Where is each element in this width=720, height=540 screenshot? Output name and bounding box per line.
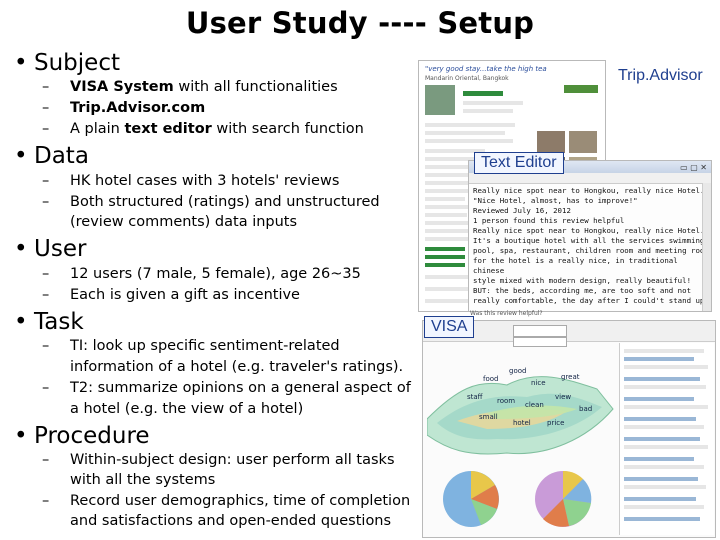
editor-line: really comfortable, the day after I coul… [473,296,709,305]
editor-line: Reviewed July 16, 2012 [473,206,571,215]
visa-word[interactable]: room [497,397,516,405]
visa-label: VISA [424,316,475,338]
bullet-user: •User [14,236,87,262]
visa-search-field[interactable] [513,325,567,337]
hotel-photo-1 [537,131,565,153]
procedure-item-2-cont: and satisfactions and open-ended questio… [70,513,392,529]
subject-item-3: –A plain text editor with search functio… [42,121,364,137]
tripadvisor-label: Trip.Advisor [618,67,703,84]
procedure-item-1: –Within-subject design: user perform all… [42,452,395,468]
rating-bubbles [463,91,503,96]
save-review-button[interactable] [564,85,598,93]
editor-line: pool, spa, restaurant, children room and… [473,246,709,255]
visa-word[interactable]: nice [531,379,546,387]
task-item-1: –TI: look up specific sentiment-related [42,338,340,354]
user-item-1: –12 users (7 male, 5 female), age 26~35 [42,266,361,282]
procedure-item-1-cont: with all the systems [70,472,216,488]
visa-word[interactable]: hotel [513,419,531,427]
visa-word[interactable]: great [561,373,580,381]
tripadvisor-review-title: "very good stay...take the high tea [425,65,547,73]
visa-word[interactable]: clean [525,401,544,409]
text-editor-screenshot: ▭ ▢ ✕ Really nice spot near to Hongkou, … [468,160,712,312]
tripadvisor-hotel-name: Mandarin Oriental, Bangkok [425,75,509,82]
editor-text-area[interactable]: Really nice spot near to Hongkou, really… [473,186,711,306]
visa-word[interactable]: small [479,413,498,421]
editor-scrollbar[interactable] [702,183,711,311]
bullet-subject: •Subject [14,50,120,76]
editor-line: for the hotel is a really nice, in tradi… [473,256,678,275]
data-item-2: –Both structured (ratings) and unstructu… [42,194,380,210]
visa-word[interactable]: good [509,367,527,375]
visa-pie-charts [443,470,592,527]
procedure-item-2: –Record user demographics, time of compl… [42,493,411,509]
visa-toolbar [423,321,715,342]
visa-word[interactable]: bad [579,405,593,413]
subject-item-2: –Trip.Advisor.com [42,100,206,116]
tripadvisor-helpful-footer: Was this review helpful? [470,310,543,317]
visa-screenshot: food good nice great staff room clean vi… [422,320,716,538]
text-editor-label: Text Editor [474,152,564,174]
visa-review-list [619,343,714,535]
editor-menubar [469,173,711,184]
visa-word[interactable]: price [547,419,565,427]
hotel-photo-2 [569,131,597,153]
editor-line: 1 person found this review helpful [473,216,625,225]
subject-item-1: –VISA System with all functionalities [42,79,338,95]
task-item-2: –T2: summarize opinions on a general asp… [42,380,411,396]
task-item-2-cont: a hotel (e.g. the view of a hotel) [70,401,304,417]
editor-line: style mixed with modern design, really b… [473,276,692,285]
slide-title: User Study ---- Setup [185,6,535,40]
visa-word[interactable]: staff [467,393,483,401]
editor-line: Really nice spot near to Hongkou, really… [473,226,705,235]
data-item-2-cont: (review comments) data inputs [70,214,298,230]
editor-line: Really nice spot near to Hongkou, really… [473,186,705,195]
editor-line: "Nice Hotel, almost, has to improve!" [473,196,638,205]
visa-word[interactable]: food [483,375,499,383]
user-item-2: –Each is given a gift as incentive [42,287,300,303]
bullet-procedure: •Procedure [14,423,150,449]
data-item-1: –HK hotel cases with 3 hotels' reviews [42,173,340,189]
editor-line: It's a boutique hotel with all the servi… [473,236,705,245]
reviewer-photo [425,85,455,115]
bullet-task: •Task [14,309,84,335]
bullet-data: •Data [14,143,89,169]
visa-filter-select[interactable] [513,337,567,347]
editor-line: BUT: the beds, according me, are too sof… [473,286,692,295]
visa-theme-river [427,376,614,455]
editor-window-controls: ▭ ▢ ✕ [680,163,707,172]
task-item-1-cont: information of a hotel (e.g. traveler's … [70,359,404,375]
visa-word[interactable]: view [555,393,572,401]
